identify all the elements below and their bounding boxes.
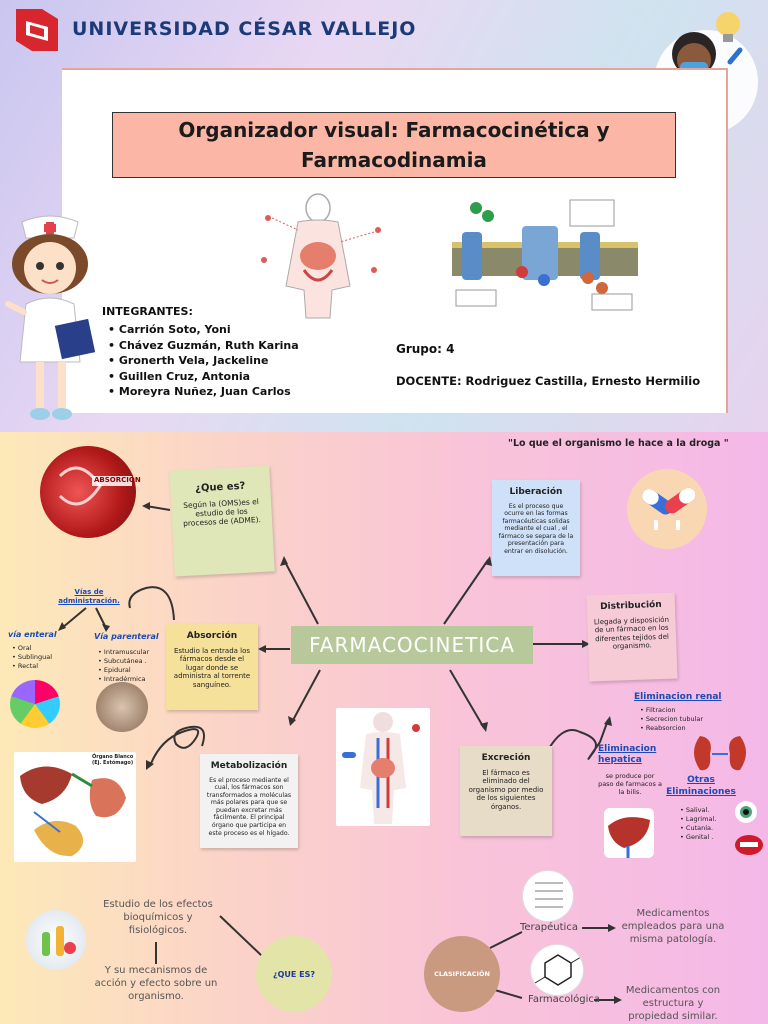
absorption-photo-label: ABSORCIÓN [94,476,141,484]
farmacologica-label: Farmacológica [528,994,601,1005]
absorcion-title: Absorción [186,631,238,641]
infographic-section: "Lo que el organismo le hace a la droga … [0,432,768,1024]
university-name: UNIVERSIDAD CÉSAR VALLEJO [72,18,417,40]
clasificacion-circle: CLASIFICACIÓN [424,936,500,1012]
excrecion-text: El fármaco es eliminado del organismo po… [468,768,544,811]
quote-text: "Lo que el organismo le hace a la droga … [508,438,729,449]
eliminacion-hepatica-text: se produce por paso de farmacos a la bil… [598,772,662,796]
list-item: Genital . [680,833,716,842]
que-es-note: ¿Que es? Según la (OMS)es el estudio de … [169,465,275,577]
circulation-figure [336,708,430,826]
metabolizacion-text: Es el proceso mediante el cual, los fárm… [206,776,292,837]
liver-photo [604,808,654,858]
nurse-illustration-icon [5,215,96,420]
terapeutica-label: Terapéutica [520,922,578,933]
members-block: INTEGRANTES: Carrión Soto, Yoni Chávez G… [102,305,299,400]
vias-title: Vías de administración. [58,588,120,605]
medication-list-photo [522,870,574,922]
via-enteral-title: vía enteral [8,630,57,639]
distribucion-title: Distribución [599,599,662,613]
list-item: Reabsorcion [640,724,703,733]
que-es-title: ¿Que es? [194,480,246,495]
cover-section: UNIVERSIDAD CÉSAR VALLEJO Organizador vi… [0,0,768,432]
eye-icon [735,801,757,823]
via-parenteral-list: Intramuscular Subcutánea . Epidural Intr… [98,648,149,684]
mecanismos-text: Y su mecanismos de acción y efecto sobre… [94,965,218,1002]
kidney-icon [694,736,746,771]
list-item: Subcutánea . [98,657,149,666]
pharmacokinetics-body-diagram [261,193,381,319]
farmacologica-desc: Medicamentos con estructura y propiedad … [625,985,721,1022]
receptor-diagram [452,199,638,311]
via-parenteral-title: Vía parenteral [94,632,159,641]
distribucion-note: Distribución Llegada y disposición de un… [586,592,678,682]
lab-photo [26,910,86,970]
list-item: Filtracion [640,706,703,715]
member-item: Guillen Cruz, Antonia [108,369,299,385]
list-item: Intradérmica [98,675,149,684]
eliminacion-renal-title: Eliminacion renal [634,692,722,702]
eliminacion-renal-list: Filtracion Secrecion tubular Reabsorcion [640,706,703,733]
member-item: Gronerth Vela, Jackeline [108,353,299,369]
member-item: Moreyra Nuñez, Juan Carlos [108,384,299,400]
que-es-circle: ¿QUE ES? [256,936,332,1012]
absorcion-text: Estudio la entrada los fármacos desde el… [173,646,251,689]
list-item: Oral [12,644,52,653]
list-item: Salival. [680,806,716,815]
estudio-text: Estudio de los efectos bioquímicos y fis… [103,899,213,936]
capsule-icon [627,469,707,549]
eliminacion-hepatica-title: Eliminacion hepatica [598,744,657,765]
group-label: Grupo: 4 [396,342,455,356]
farmacocinetica-title: FARMACOCINETICA [291,626,533,664]
mouth-icon [735,835,763,855]
metabolizacion-note: Metabolización Es el proceso mediante el… [200,754,298,848]
page-title: Organizador visual: Farmacocinética y Fa… [178,118,610,172]
molecule-photo [530,944,584,996]
liberacion-title: Liberación [509,487,563,497]
otras-eliminaciones-list: Salival. Lagrimal. Cutanía. Genital . [680,806,716,842]
list-item: Intramuscular [98,648,149,657]
list-item: Rectal [12,662,52,671]
terapeutica-desc: Medicamentos empleados para una misma pa… [621,908,725,945]
pills-photo [10,680,60,728]
liberacion-text: Es el proceso que ocurre en las formas f… [498,502,574,556]
liberacion-note: Liberación Es el proceso que ocurre en l… [492,480,580,576]
title-box: Organizador visual: Farmacocinética y Fa… [112,112,676,178]
list-item: Cutanía. [680,824,716,833]
via-enteral-list: Oral Sublingual Rectal [12,644,52,671]
teacher-label: DOCENTE: Rodriguez Castilla, Ernesto Her… [396,374,701,388]
university-logo-icon [16,9,58,51]
member-item: Carrión Soto, Yoni [108,322,299,338]
member-item: Chávez Guzmán, Ruth Karina [108,338,299,354]
list-item: Lagrimal. [680,815,716,824]
metabolizacion-title: Metabolización [210,761,288,771]
injection-photo [96,682,148,732]
excrecion-title: Excreción [481,753,531,763]
list-item: Sublingual [12,653,52,662]
members-heading: INTEGRANTES: [102,305,193,318]
otras-eliminaciones-title: Otras Eliminaciones [666,775,736,797]
organ-diagram-label: Órgano Blanco (Ej. Estómago) [92,754,134,766]
que-es-text: Según la (OMS)es el estudio de los proce… [182,496,262,528]
list-item: Secrecion tubular [640,715,703,724]
distribucion-text: Llegada y disposición de un fármaco en l… [593,615,670,651]
connector-arrows [58,502,622,1004]
members-list: Carrión Soto, Yoni Chávez Guzmán, Ruth K… [102,322,299,400]
list-item: Epidural [98,666,149,675]
absorcion-note: Absorción Estudio la entrada los fármaco… [166,624,258,710]
organ-diagram [14,752,136,862]
absorption-photo [40,446,136,538]
excrecion-note: Excreción El fármaco es eliminado del or… [460,746,552,836]
